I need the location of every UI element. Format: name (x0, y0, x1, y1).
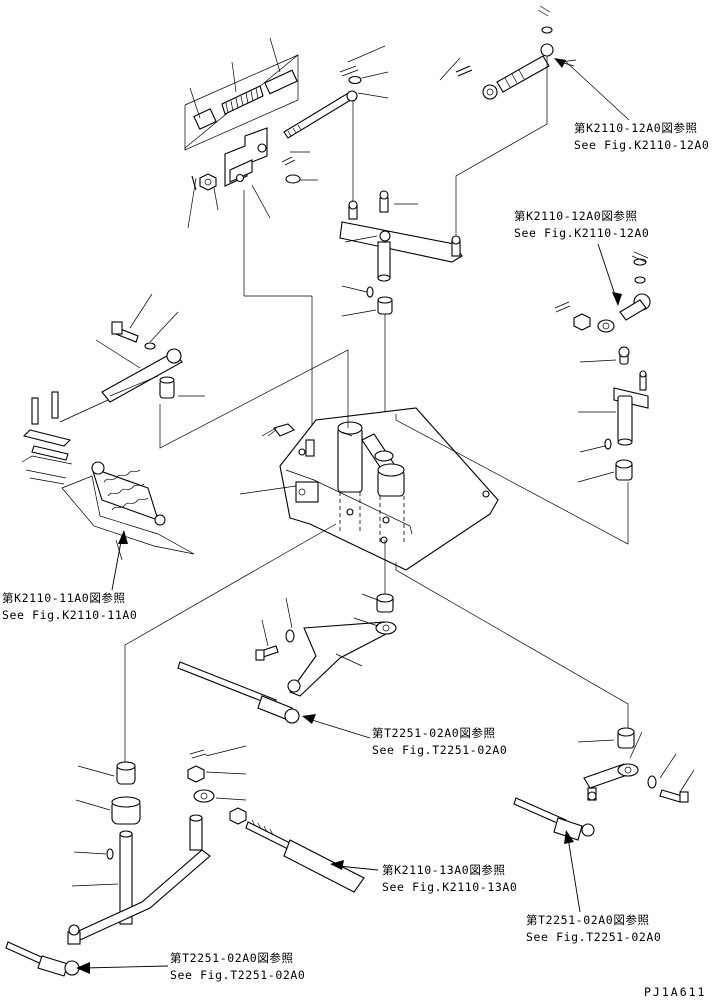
reference-en: See Fig.K2110-12A0 (514, 226, 650, 240)
right-lower-link (513, 727, 695, 841)
left-spring-assembly (21, 293, 205, 561)
spring-rod-assembly (184, 37, 299, 151)
upper-lever (339, 190, 463, 317)
reference-k2110-12a0-mid[interactable]: 第K2110-12A0図参照 See Fig.K2110-12A0 (514, 208, 649, 242)
reference-jp: 第K2110-12A0図参照 (574, 121, 698, 135)
base-plate (239, 407, 499, 571)
reference-en: See Fig.T2251-02A0 (170, 968, 306, 982)
reference-en: See Fig.T2251-02A0 (526, 930, 662, 944)
reference-en: See Fig.T2251-02A0 (372, 743, 508, 757)
lower-center-lever (177, 593, 397, 724)
reference-jp: 第T2251-02A0図参照 (372, 726, 496, 740)
reference-t2251-02a0-right[interactable]: 第T2251-02A0図参照 See Fig.T2251-02A0 (526, 912, 661, 946)
reference-en: See Fig.K2110-11A0 (2, 608, 138, 622)
reference-jp: 第K2110-11A0図参照 (2, 591, 126, 605)
leader-lines-plate (124, 349, 629, 764)
turnbuckle-assembly (439, 5, 630, 121)
bracket-assembly (187, 127, 318, 229)
reference-jp: 第T2251-02A0図参照 (526, 913, 650, 927)
leader-lines-top (243, 56, 548, 452)
reference-k2110-12a0-top[interactable]: 第K2110-12A0図参照 See Fig.K2110-12A0 (574, 120, 709, 154)
reference-t2251-02a0-bottom[interactable]: 第T2251-02A0図参照 See Fig.T2251-02A0 (170, 950, 305, 984)
reference-en: See Fig.K2110-12A0 (574, 138, 710, 152)
reference-k2110-13a0[interactable]: 第K2110-13A0図参照 See Fig.K2110-13A0 (382, 862, 517, 896)
drawing-code: PJ1A611 (644, 985, 707, 999)
reference-t2251-02a0-center[interactable]: 第T2251-02A0図参照 See Fig.T2251-02A0 (372, 725, 507, 759)
reference-jp: 第K2110-13A0図参照 (382, 863, 506, 877)
reference-arrows (76, 58, 622, 974)
bottom-left-lever (5, 745, 365, 977)
right-lever-assembly (554, 251, 651, 483)
reference-jp: 第T2251-02A0図参照 (170, 951, 294, 965)
reference-jp: 第K2110-12A0図参照 (514, 209, 638, 223)
threaded-rod (283, 45, 389, 139)
reference-k2110-11a0[interactable]: 第K2110-11A0図参照 See Fig.K2110-11A0 (2, 590, 137, 624)
reference-en: See Fig.K2110-13A0 (382, 880, 518, 894)
